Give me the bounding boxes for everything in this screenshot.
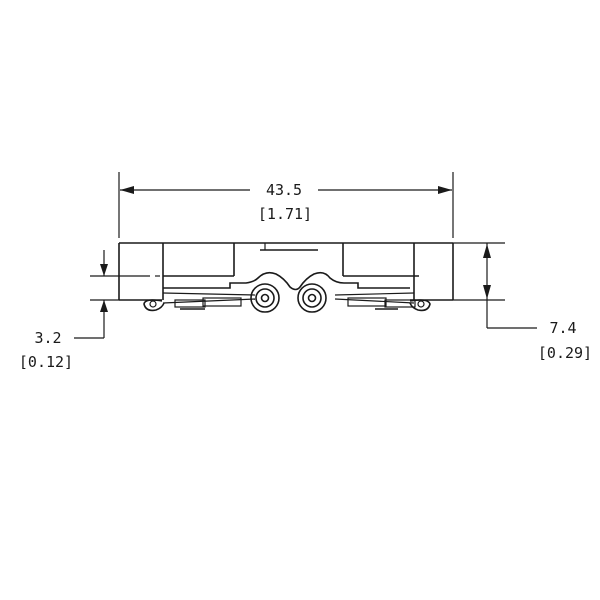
contact-spring-outline xyxy=(163,271,410,291)
arrow-right-icon xyxy=(438,186,452,194)
left-lower-plate-b xyxy=(202,297,242,307)
offset-arrow-up-icon xyxy=(100,300,108,312)
height-mm-label: 7.4 xyxy=(549,319,576,337)
height-dimension: 7.4 [0.29] xyxy=(453,242,592,362)
left-hook-hole xyxy=(149,300,157,308)
offset-inch-label: [0.12] xyxy=(19,353,73,371)
right-screw-terminal-icon xyxy=(297,283,327,313)
height-arrow-down-icon xyxy=(483,285,491,299)
right-lower-plate-a xyxy=(384,299,416,308)
left-arm-lower xyxy=(162,298,256,304)
offset-mm-label: 3.2 xyxy=(34,329,61,347)
right-lower-plate-b xyxy=(347,297,387,307)
offset-arrow-down-icon xyxy=(100,264,108,276)
width-inch-label: [1.71] xyxy=(258,205,312,223)
base-offset-dimension: 3.2 [0.12] xyxy=(19,250,119,371)
height-inch-label: [0.29] xyxy=(538,344,592,362)
height-arrow-up-icon xyxy=(483,244,491,258)
width-dimension: 43.5 [1.71] xyxy=(118,172,454,238)
right-hook-hole xyxy=(417,300,425,308)
left-end-hook xyxy=(143,299,165,312)
right-arm-upper xyxy=(334,292,415,296)
component-body xyxy=(118,242,454,313)
left-lower-plate-a xyxy=(174,299,206,308)
left-arm-upper xyxy=(162,292,256,296)
width-mm-label: 43.5 xyxy=(266,181,302,199)
right-end-hook xyxy=(409,299,431,312)
left-screw-terminal-icon xyxy=(250,283,280,313)
arrow-left-icon xyxy=(120,186,134,194)
